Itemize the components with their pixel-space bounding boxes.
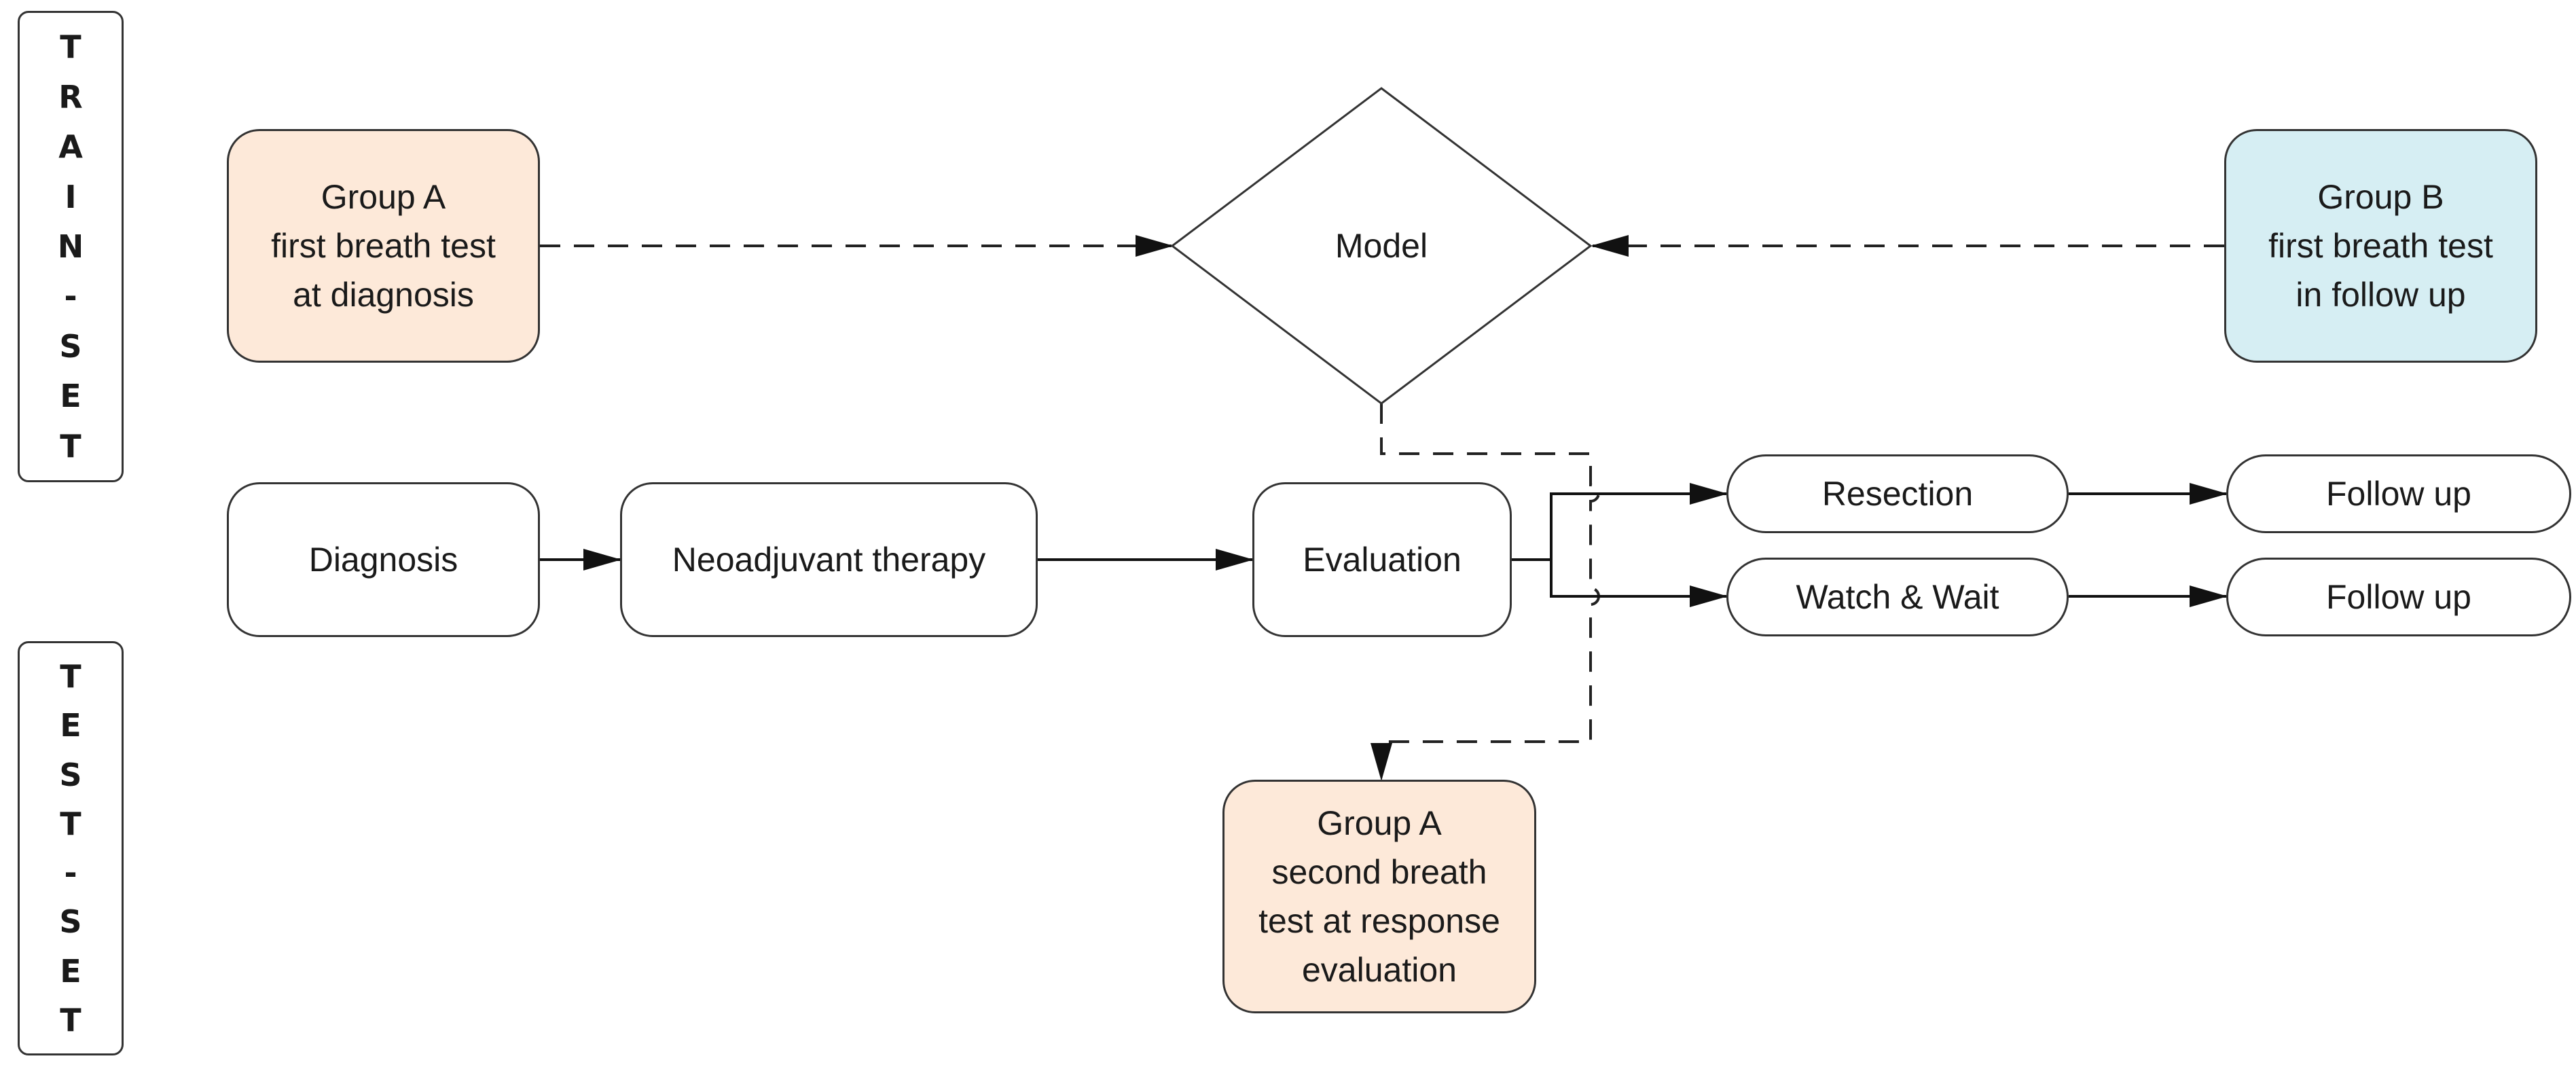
side-label-letter: R: [58, 78, 83, 115]
node-line: at diagnosis: [293, 276, 474, 314]
side-label-letter: S: [59, 903, 82, 941]
follow-up-node-2: Follow up: [2226, 558, 2571, 636]
group-b-first-breath-test-node: Group B first breath test in follow up: [2224, 129, 2537, 363]
node-line: test at response: [1258, 902, 1500, 940]
node-label: Follow up: [2326, 475, 2471, 513]
side-label-letter: I: [65, 178, 77, 215]
side-label-letter: T: [60, 805, 81, 842]
node-line: in follow up: [2296, 276, 2466, 314]
edge-model-to-group-a-second: [1371, 403, 1600, 781]
side-label-letter: -: [64, 854, 77, 892]
side-label-letter: -: [64, 278, 77, 315]
diagnosis-node: Diagnosis: [227, 482, 540, 637]
node-line: evaluation: [1302, 951, 1457, 989]
group-a-second-breath-test-node: Group A second breath test at response e…: [1222, 780, 1536, 1013]
edge-evaluation-to-watch-wait: [1550, 560, 1728, 607]
side-label-letter: N: [57, 228, 84, 265]
side-label-letter: T: [60, 427, 81, 465]
node-label: Follow up: [2326, 578, 2471, 616]
side-label-letter: S: [59, 327, 82, 365]
side-label-letter: T: [60, 658, 81, 695]
node-label: Evaluation: [1303, 541, 1462, 579]
node-label: Diagnosis: [308, 541, 458, 579]
node-line: first breath test: [2268, 227, 2493, 265]
side-label-letter: E: [60, 707, 81, 744]
side-label-letter: S: [59, 756, 82, 793]
node-line: Group A: [321, 178, 446, 216]
node-line: first breath test: [271, 227, 496, 265]
side-label-letter: E: [60, 378, 81, 415]
resection-node: Resection: [1726, 454, 2069, 533]
node-line: Group A: [1317, 804, 1442, 842]
node-line: Group B: [2317, 178, 2444, 216]
group-a-first-breath-test-node: Group A first breath test at diagnosis: [227, 129, 540, 363]
node-label: Watch & Wait: [1796, 578, 1999, 616]
model-diamond: [1170, 87, 1593, 405]
side-label-letter: T: [60, 29, 81, 66]
side-label-letter: E: [60, 952, 81, 990]
watch-wait-node: Watch & Wait: [1726, 558, 2069, 636]
edge-evaluation-to-resection: [1550, 483, 1728, 560]
model-label: Model: [1335, 227, 1428, 265]
evaluation-node: Evaluation: [1252, 482, 1512, 637]
node-label: Neoadjuvant therapy: [672, 541, 986, 579]
side-label-letter: A: [58, 128, 83, 166]
node-line: second breath: [1271, 853, 1487, 891]
side-label-letter: T: [60, 1001, 81, 1038]
node-label: Resection: [1821, 475, 1974, 513]
follow-up-node-1: Follow up: [2226, 454, 2571, 533]
neoadjuvant-therapy-node: Neoadjuvant therapy: [620, 482, 1038, 637]
